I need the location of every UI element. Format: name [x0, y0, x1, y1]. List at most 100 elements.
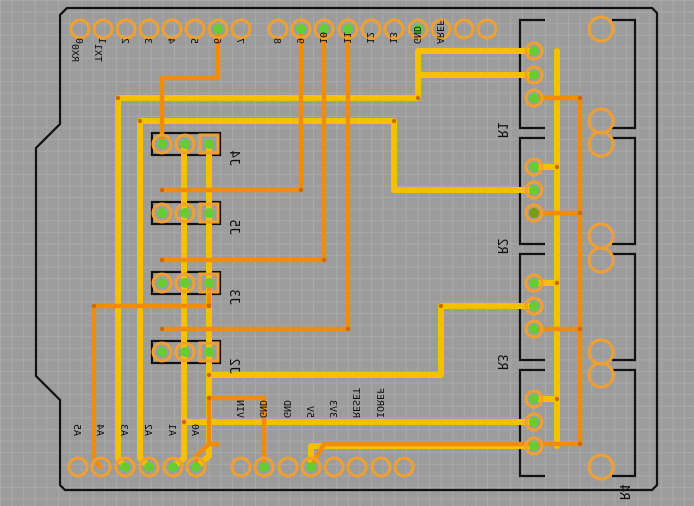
connector-pin: [151, 272, 173, 294]
via: [391, 118, 397, 124]
resistor-ref-label: R4: [616, 484, 631, 500]
trace-a4-loop: [91, 280, 212, 470]
header-bottom-power-label: GND: [257, 400, 268, 418]
connector-pin: [174, 202, 196, 224]
pads-layer: [67, 15, 615, 481]
large-ring-pad: [587, 338, 615, 366]
via: [577, 95, 583, 101]
header-top-a-label: 2: [119, 38, 130, 44]
connector-ref-label: J5: [226, 219, 241, 235]
header-top-a-pad: [230, 18, 252, 40]
header-top-b-pad: [430, 18, 452, 40]
header-bottom-power-label: GND: [281, 400, 292, 418]
header-bottom-power-label: IOREF: [374, 388, 385, 418]
header-bottom-analog-label: A1: [166, 424, 177, 436]
via: [345, 326, 351, 332]
resistor-ref-label: R2: [494, 238, 509, 254]
trace-j2-out: [206, 303, 537, 378]
header-top-b-label: GND: [411, 26, 422, 44]
large-ring-pad: [587, 130, 615, 158]
header-bottom-analog-pad: [162, 456, 184, 478]
large-ring-pad: [587, 361, 615, 389]
header-bottom-analog-label: A4: [94, 424, 105, 436]
trace-gnd-a: [206, 395, 267, 470]
header-top-b-pad: [476, 18, 498, 40]
via: [321, 257, 327, 263]
large-ring-pad: [587, 15, 615, 43]
header-bottom-power-pad: [230, 456, 252, 478]
header-bottom-analog-pad: [185, 456, 207, 478]
rx-label: RX0: [69, 44, 80, 62]
header-top-a-label: 0: [73, 38, 84, 44]
header-top-b-label: 13: [387, 32, 398, 44]
header-top-a-pad: [115, 18, 137, 40]
header-bottom-power-pad: [300, 456, 322, 478]
large-ring-pad: [587, 246, 615, 274]
header-bottom-analog-label: A3: [118, 424, 129, 436]
via: [298, 187, 304, 193]
header-top-b-label: 9: [294, 38, 305, 44]
header-bottom-power-pad: [370, 456, 392, 478]
header-top-a-label: 7: [234, 38, 245, 44]
header-top-b-pad: [407, 18, 429, 40]
header-top-a-label: 1: [96, 38, 107, 44]
connector-pin: [151, 202, 173, 224]
connector-pin-square: [198, 202, 220, 224]
header-top-a-pad: [184, 18, 206, 40]
header-top-a-label: 6: [211, 38, 222, 44]
header-top-b-pad: [453, 18, 475, 40]
header-bottom-power-pad: [253, 456, 275, 478]
header-top-b-pad: [360, 18, 382, 40]
via: [554, 280, 560, 286]
connector-pin: [174, 272, 196, 294]
header-top-b-label: 12: [364, 32, 375, 44]
board-outline: [34, 6, 659, 492]
via: [159, 326, 165, 332]
trace-5v-rail: [308, 443, 537, 470]
resistor-pad: [524, 157, 544, 177]
connector-pin-square: [198, 272, 220, 294]
connector-pin: [174, 341, 196, 363]
resistor-pad: [524, 319, 544, 339]
header-top-b-label: 10: [317, 32, 328, 44]
via: [415, 95, 421, 101]
header-bottom-analog-pad: [114, 456, 136, 478]
resistor-pad: [524, 273, 544, 293]
header-bottom-analog-pad: [90, 456, 112, 478]
via: [137, 118, 143, 124]
header-top-b-label: 8: [271, 38, 282, 44]
resistor-pad: [524, 180, 544, 200]
header-bottom-power-pad: [393, 456, 415, 478]
via: [159, 187, 165, 193]
header-top-a-label: 5: [188, 38, 199, 44]
header-top-a-pad: [92, 18, 114, 40]
resistor-pad: [524, 296, 544, 316]
header-top-b-label: 11: [341, 32, 352, 44]
connector-pin-square: [198, 133, 220, 155]
large-ring-pad: [587, 107, 615, 135]
header-bottom-analog-label: A5: [71, 424, 82, 436]
header-top-b-pad: [290, 18, 312, 40]
via: [206, 395, 212, 401]
header-bottom-analog-label: A0: [189, 424, 200, 436]
header-bottom-analog-pad: [67, 456, 89, 478]
header-top-a-label: 3: [142, 38, 153, 44]
trace-d11: [159, 26, 351, 332]
header-bottom-power-label: RESET: [350, 388, 361, 418]
via: [577, 210, 583, 216]
connector-pin: [151, 133, 173, 155]
via: [554, 164, 560, 170]
via: [91, 303, 97, 309]
resistor-pad: [524, 88, 544, 108]
via: [159, 257, 165, 263]
resistor-ref-label: R3: [494, 354, 509, 370]
trace-a0: [193, 141, 212, 470]
header-top-b-pad: [383, 18, 405, 40]
header-top-b-label: AREF: [434, 20, 445, 44]
connector-ref-label: J3: [226, 289, 241, 305]
resistor-pad: [524, 41, 544, 61]
resistor-ref-label: R1: [494, 122, 509, 138]
via: [206, 372, 212, 378]
header-top-a-label: 4: [165, 38, 176, 44]
